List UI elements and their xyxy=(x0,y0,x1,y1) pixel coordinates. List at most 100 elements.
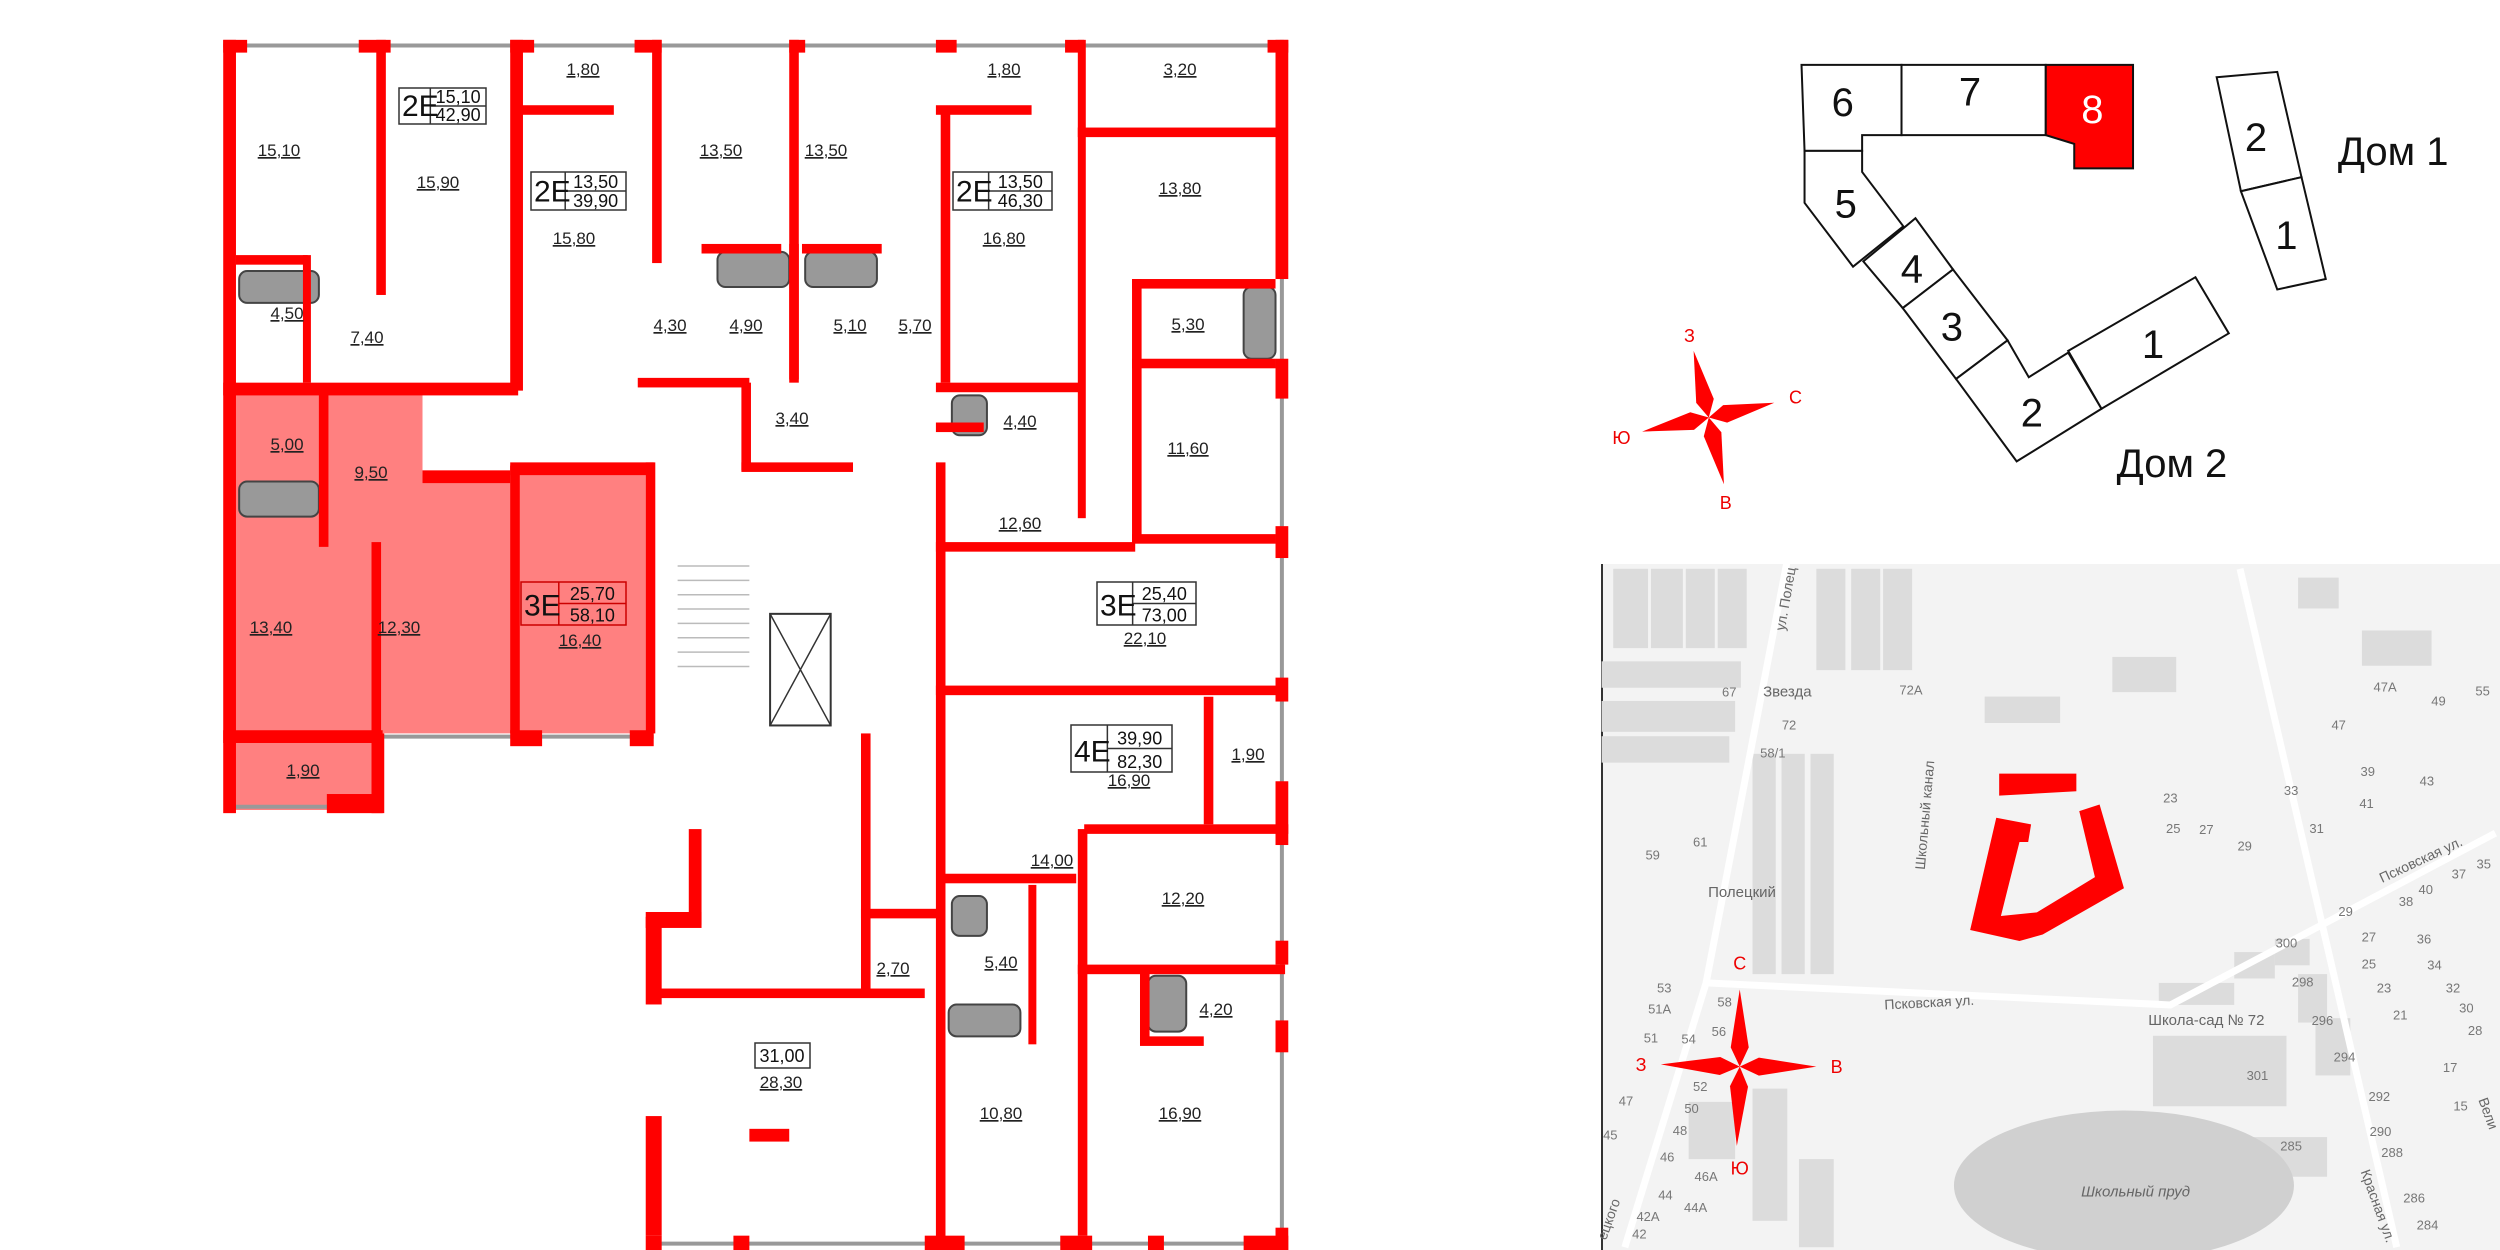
map-building xyxy=(1717,568,1747,649)
room-area-label: 4,30 xyxy=(653,316,686,335)
living-area: 39,90 xyxy=(1117,729,1162,749)
house-number: 23 xyxy=(2163,790,2177,805)
wall xyxy=(1132,279,1142,543)
wall xyxy=(422,470,511,484)
house-number: 32 xyxy=(2446,981,2460,996)
house-number: 17 xyxy=(2443,1060,2457,1075)
map-road xyxy=(1621,559,1791,1249)
room-area-label: 1,90 xyxy=(286,761,319,780)
house-number: 31 xyxy=(2309,821,2323,836)
house-number: 285 xyxy=(2280,1138,2302,1153)
house-number: 35 xyxy=(2477,856,2491,871)
residential-complex-marker[interactable] xyxy=(1999,773,2077,796)
bathtub-icon xyxy=(1146,974,1188,1033)
room-area-label: 5,00 xyxy=(270,435,303,454)
house-number: 294 xyxy=(2334,1049,2356,1064)
map-building xyxy=(1601,661,1741,688)
compass-arm xyxy=(1693,350,1714,418)
elevator-cross xyxy=(769,613,832,726)
room-area-label: 5,10 xyxy=(833,316,866,335)
house-number: 21 xyxy=(2393,1007,2407,1022)
bathtub-icon xyxy=(1242,285,1277,360)
wall xyxy=(1077,39,1086,519)
house-number: 59 xyxy=(1645,848,1659,863)
house-number: 72А xyxy=(1899,682,1922,697)
house-number: 296 xyxy=(2312,1013,2334,1028)
house-number: 55 xyxy=(2475,684,2489,699)
house-number: 34 xyxy=(2427,958,2441,973)
house-number: 46 xyxy=(1660,1149,1674,1164)
residential-complex-marker[interactable] xyxy=(1970,804,2124,942)
section-5[interactable] xyxy=(1803,149,1905,269)
room-area-label: 16,80 xyxy=(983,229,1026,248)
section-1[interactable] xyxy=(2066,275,2231,411)
wall xyxy=(223,382,519,396)
house-number: 37 xyxy=(2452,867,2466,882)
map-building xyxy=(1798,1159,1834,1248)
wall xyxy=(801,243,882,254)
section-number: 2 xyxy=(2245,116,2267,160)
apartment-type: 2E xyxy=(402,90,439,123)
map-building xyxy=(1781,753,1805,975)
wall xyxy=(940,111,951,383)
map-building xyxy=(1601,700,1736,732)
section-8[interactable] xyxy=(2044,63,2135,170)
apartment-type: 2E xyxy=(534,176,571,209)
house-number: 44А xyxy=(1684,1200,1707,1215)
elevator-shaft xyxy=(769,612,832,727)
map-building xyxy=(1685,568,1715,649)
wall xyxy=(1132,279,1276,289)
compass-arm xyxy=(1660,1057,1740,1076)
bathtub-icon xyxy=(947,1003,1022,1038)
total-area: 82,30 xyxy=(1117,752,1162,772)
wall xyxy=(645,916,662,1005)
wall xyxy=(935,39,957,53)
section-number: 2 xyxy=(2021,391,2043,435)
house-number: 49 xyxy=(2431,693,2445,708)
room-area-label: 3,20 xyxy=(1163,60,1196,79)
map-building xyxy=(1688,1101,1736,1160)
room-area-label: 14,00 xyxy=(1031,851,1074,870)
wall xyxy=(1132,358,1276,369)
section-number: 1 xyxy=(2275,214,2297,258)
room-area-label: 12,60 xyxy=(999,514,1042,533)
wall xyxy=(749,1128,790,1142)
house-number: 42А xyxy=(1636,1209,1659,1224)
section-number: 4 xyxy=(1901,247,1923,291)
room-area-label: 1,90 xyxy=(1231,745,1264,764)
wall xyxy=(935,685,1279,696)
wall xyxy=(645,1116,662,1236)
wall xyxy=(1084,824,1289,834)
house-number: 45 xyxy=(1603,1127,1617,1142)
selected-apartment-area[interactable] xyxy=(234,387,646,810)
dom1-section-1[interactable] xyxy=(2239,175,2327,291)
street-label: Псковская ул. xyxy=(1884,992,1975,1013)
house-number: 29 xyxy=(2338,904,2352,919)
room-area-label: 4,50 xyxy=(270,304,303,323)
house-number: 48 xyxy=(1673,1123,1687,1138)
house-number: 33 xyxy=(2284,783,2298,798)
room-area-label: 5,40 xyxy=(984,953,1017,972)
wall xyxy=(860,733,871,997)
wall xyxy=(653,988,925,999)
wall xyxy=(701,243,782,254)
house-number: 52 xyxy=(1693,1079,1707,1094)
room-area-label: 9,50 xyxy=(354,463,387,482)
house-number: 25 xyxy=(2362,956,2376,971)
wall xyxy=(935,462,946,1244)
compass-label: З xyxy=(1684,326,1695,346)
house-number: 15 xyxy=(2453,1099,2467,1114)
map-road xyxy=(1705,830,2498,1009)
section-number: 1 xyxy=(2142,323,2164,367)
room-area-label: 28,30 xyxy=(760,1073,803,1092)
house-number: 50 xyxy=(1684,1101,1698,1116)
wall xyxy=(1275,358,1289,399)
